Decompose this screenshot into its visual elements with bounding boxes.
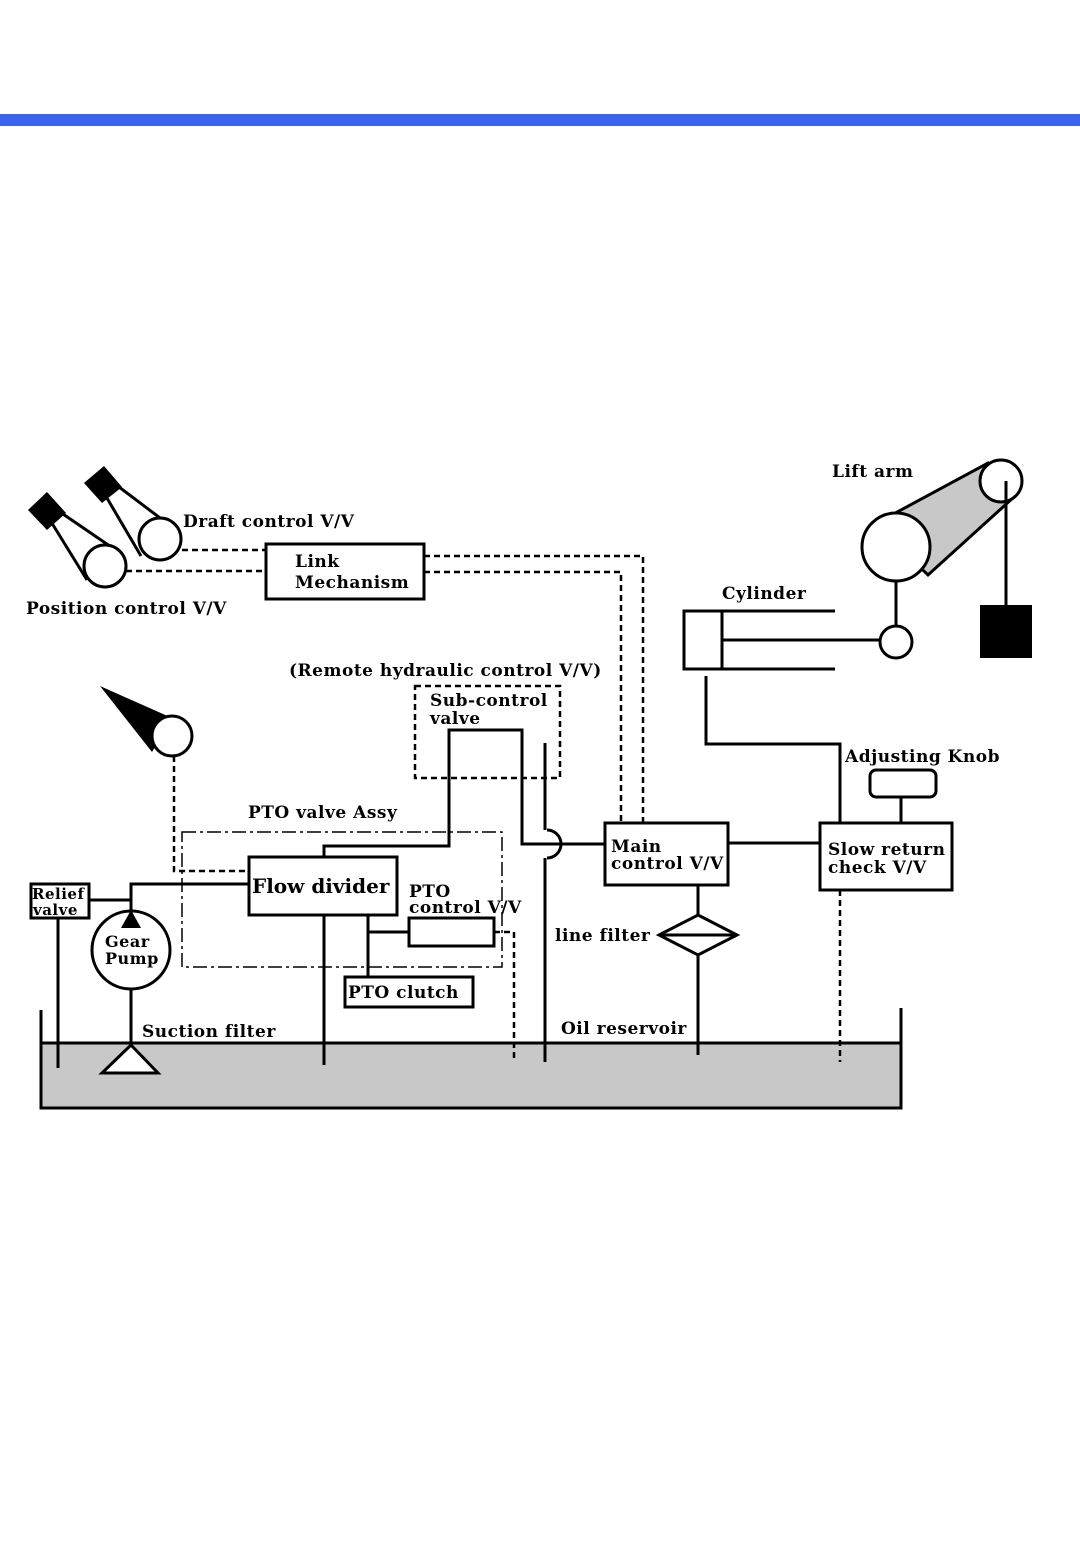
remote-control-lever <box>100 686 192 756</box>
pto-control-valve-box <box>409 918 494 946</box>
pto-control-label-line2: control V/V <box>409 898 522 918</box>
pto-valve-assy-label: PTO valve Assy <box>248 803 398 823</box>
slow-return-label-line2: check V/V <box>828 858 927 878</box>
pto-clutch-label: PTO clutch <box>348 983 459 1003</box>
cylinder-label: Cylinder <box>722 584 807 604</box>
line-filter-label: line filter <box>555 926 651 946</box>
main-control-label-line2: control V/V <box>611 854 724 874</box>
slow-return-label-line1: Slow return <box>828 840 945 860</box>
adjusting-knob <box>870 770 936 797</box>
remote-hydraulic-label: (Remote hydraulic control V/V) <box>289 661 602 681</box>
oil-reservoir-label: Oil reservoir <box>561 1019 687 1039</box>
sub-control-label-line2: valve <box>429 709 481 729</box>
control-linkage-lines <box>126 550 840 1062</box>
link-mechanism-label-line2: Mechanism <box>295 573 409 593</box>
adjusting-knob-label: Adjusting Knob <box>844 747 1000 767</box>
suction-filter-label: Suction filter <box>142 1022 276 1042</box>
draft-control-label: Draft control V/V <box>183 512 355 532</box>
flow-divider-label: Flow divider <box>252 874 390 898</box>
position-control-label: Position control V/V <box>26 599 227 619</box>
sub-control-label-line1: Sub-control <box>430 691 548 711</box>
lift-arm-label: Lift arm <box>832 462 913 482</box>
link-mechanism-label-line1: Link <box>295 552 340 572</box>
relief-valve-label-line2: valve <box>32 901 78 919</box>
gear-pump-label-line2: Pump <box>105 949 159 968</box>
